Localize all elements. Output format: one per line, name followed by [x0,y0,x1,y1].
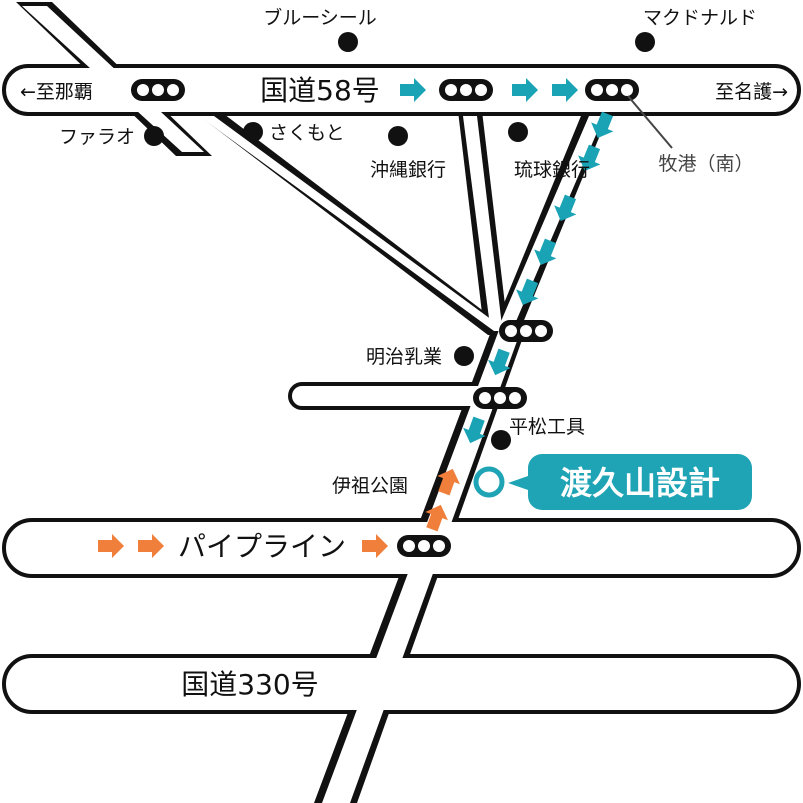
landmark-dot-icon [338,32,358,52]
route-arrow-icon [512,78,538,102]
road-label-to-naha: ←至那覇 [20,81,93,103]
route-arrow-icon [463,416,486,444]
landmark-blue-seal: ブルーシール [263,6,377,29]
traffic-light-icon [439,79,493,101]
route-arrow-icon [400,78,426,102]
route-arrow-icon [138,534,164,558]
landmark-dots [144,32,655,450]
route-north [400,78,614,444]
landmark-iso-park: 伊祖公園 [332,475,408,497]
landmark-hiramatsu: 平松工具 [509,416,585,438]
road-label-route58: 国道58号 [260,74,380,107]
landmark-mcdonalds: マクドナルド [643,7,757,29]
route-arrow-icon [437,468,460,496]
landmark-makiminato: 牧港（南） [658,153,753,175]
landmark-okinawa-bank: 沖縄銀行 [370,159,446,181]
route-arrow-icon [516,278,539,305]
route-arrow-icon [591,111,614,138]
traffic-light-icon [585,79,639,101]
makiminato-leader [627,95,673,149]
traffic-light-icon [473,387,527,409]
route-arrow-icon [578,144,601,171]
landmark-dot-icon [454,346,474,366]
route-south [98,468,460,558]
route-arrow-icon [534,238,557,265]
landmark-dot-icon [491,430,511,450]
road-label-to-nago: 至名護→ [715,81,788,103]
route-arrow-icon [425,504,448,532]
traffic-light-icon [397,535,451,557]
route-arrow-icon [98,534,124,558]
route-arrow-icon [488,348,511,376]
road-label-pipeline: パイプライン [178,530,346,563]
landmark-dot-icon [508,122,528,142]
landmark-meiji: 明治乳業 [366,346,442,368]
landmark-sakumoto: さくもと [269,122,345,144]
destination-name: 渡久山設計 [560,464,720,502]
route-arrow-icon [362,534,388,558]
road-label-route330: 国道330号 [181,668,318,701]
traffic-light-icon [131,79,185,101]
traffic-light-icon [499,320,553,342]
landmark-dot-icon [388,126,408,146]
destination-bubble [508,454,752,510]
landmark-dot-icon [635,32,655,52]
destination-ring-icon [473,466,505,498]
landmark-dot-icon [243,122,263,142]
route-arrow-icon [552,78,578,102]
landmark-dot-icon [144,126,164,146]
route-arrow-icon [554,194,577,221]
landmark-ryukyu-bank: 琉球銀行 [514,159,590,181]
landmark-farao: ファラオ [59,126,135,148]
signals [131,79,639,557]
